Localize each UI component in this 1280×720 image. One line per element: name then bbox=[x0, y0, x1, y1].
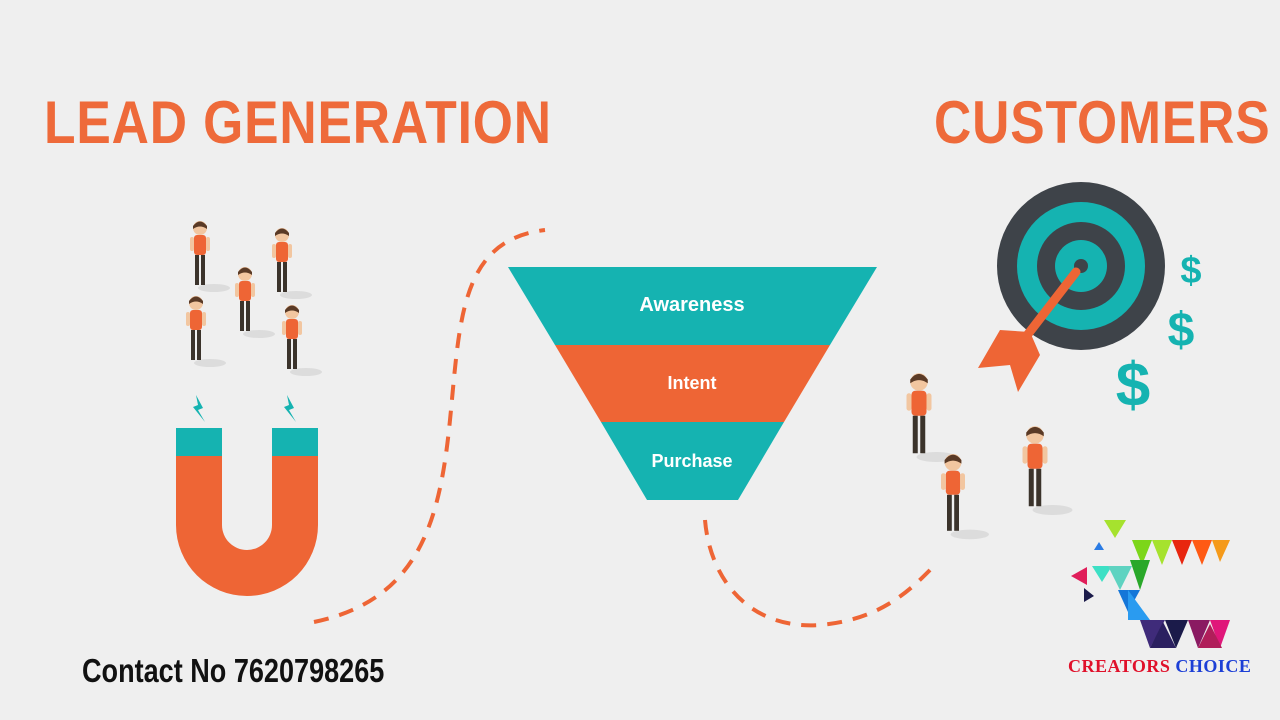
person-icon bbox=[1022, 426, 1073, 515]
person-icon bbox=[235, 267, 275, 338]
person-icon bbox=[190, 221, 230, 292]
leads-group bbox=[186, 221, 322, 376]
contact-number: Contact No 7620798265 bbox=[82, 652, 385, 689]
funnel-label-intent: Intent bbox=[668, 373, 717, 393]
lead-generation-title: LEAD GENERATION bbox=[44, 89, 552, 156]
person-icon bbox=[272, 228, 312, 299]
customers-title: CUSTOMERS bbox=[934, 89, 1271, 156]
dollar-icons: $ $ $ bbox=[1116, 250, 1202, 420]
person-icon bbox=[282, 305, 322, 376]
funnel-stage-intent bbox=[555, 345, 830, 422]
dashed-path-2 bbox=[703, 519, 932, 628]
dashed-path bbox=[313, 228, 546, 624]
brand-word-creators: CREATORS bbox=[1068, 656, 1171, 676]
dollar-icon: $ bbox=[1168, 304, 1195, 357]
funnel-stage-purchase bbox=[601, 422, 784, 500]
dollar-icon: $ bbox=[1116, 351, 1150, 420]
dollar-icon: $ bbox=[1180, 250, 1201, 292]
sales-funnel: Awareness Intent Purchase bbox=[508, 267, 877, 500]
funnel-label-purchase: Purchase bbox=[651, 451, 732, 471]
brand-word-choice: CHOICE bbox=[1175, 656, 1252, 676]
funnel-stage-awareness bbox=[508, 267, 877, 345]
person-icon bbox=[906, 373, 957, 462]
brand-name: CREATORS CHOICE bbox=[1068, 656, 1251, 677]
person-icon bbox=[186, 296, 226, 367]
target-icon bbox=[997, 182, 1165, 350]
customers-group bbox=[906, 373, 1073, 540]
magnet-icon bbox=[176, 395, 318, 596]
funnel-label-awareness: Awareness bbox=[639, 294, 744, 316]
person-icon bbox=[940, 454, 989, 540]
creators-choice-logo bbox=[1071, 520, 1230, 648]
arrow-icon bbox=[978, 267, 1081, 392]
